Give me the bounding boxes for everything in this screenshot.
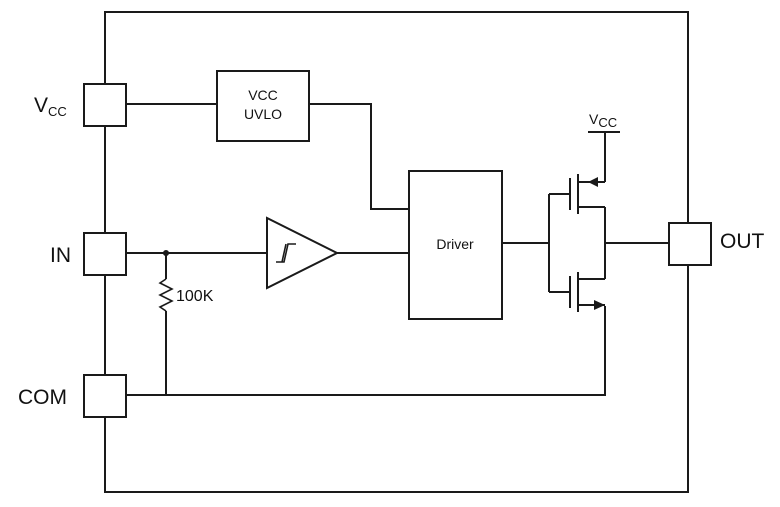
driver-block — [408, 170, 503, 320]
low-side-arrow — [594, 300, 605, 310]
hysteresis-symbol-b — [281, 243, 287, 263]
driver-label: Driver — [436, 236, 474, 252]
uvlo-block — [216, 70, 310, 142]
in-pin-label: IN — [50, 244, 71, 267]
com-pin-label: COM — [18, 386, 67, 409]
com-pin-pad — [83, 374, 127, 418]
hysteresis-symbol-a — [276, 243, 296, 263]
supply-label: VCC — [589, 111, 617, 130]
resistor-100k — [158, 278, 174, 312]
schmitt-buffer — [266, 216, 340, 290]
vcc-pin-label: VCC — [34, 94, 67, 119]
uvlo-label-line1: VCC — [248, 87, 278, 103]
uvlo-to-driver-wire — [309, 103, 409, 210]
out-pin-label: OUT — [720, 230, 765, 253]
out-pin-pad — [668, 222, 712, 266]
vcc-pin-pad — [83, 83, 127, 127]
in-pin-pad — [83, 232, 127, 276]
uvlo-label-line2: UVLO — [244, 106, 282, 122]
com-wire — [126, 306, 606, 396]
resistor-label: 100K — [176, 288, 214, 305]
high-side-arrow — [588, 177, 598, 187]
